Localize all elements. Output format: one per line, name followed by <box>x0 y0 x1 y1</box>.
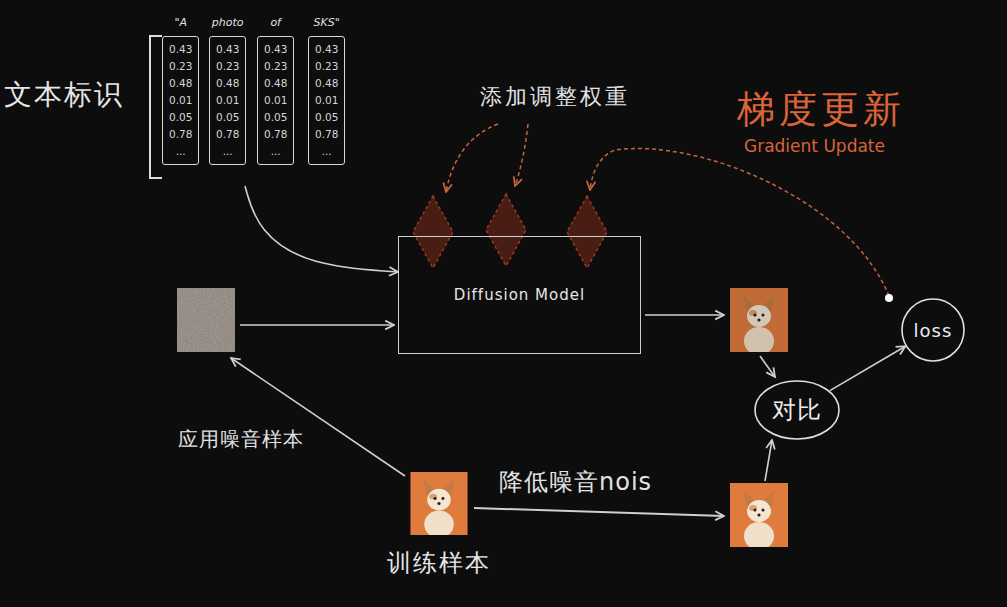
embedding-group: 文本标识"A0.43 0.23 0.48 0.01 0.05 0.78 ...p… <box>0 4 362 186</box>
node-text: "A <box>174 16 187 29</box>
flow-arrow <box>765 440 772 481</box>
label-text: Gradient Update <box>742 136 887 156</box>
compare-ellipse: 对比 <box>754 380 840 440</box>
bracket <box>150 36 162 178</box>
loss-outline <box>902 299 964 361</box>
weight-diamond <box>567 196 607 268</box>
token-vector: of0.43 0.23 0.48 0.01 0.05 0.78 ... <box>257 36 294 165</box>
weight-diamond <box>413 196 453 268</box>
node-text: 0.43 0.23 0.48 0.01 0.05 0.78 ... <box>216 41 239 160</box>
weight-arrow <box>446 124 498 192</box>
token-vector: "A0.43 0.23 0.48 0.01 0.05 0.78 ... <box>162 36 199 165</box>
gradient-dot <box>885 294 893 302</box>
flow-arrow <box>645 314 724 316</box>
token-vector: photo0.43 0.23 0.48 0.01 0.05 0.78 ... <box>209 36 246 165</box>
sample-image: 训练样本 <box>410 472 468 535</box>
node-text: 0.43 0.23 0.48 0.01 0.05 0.78 ... <box>264 41 287 160</box>
noise-image <box>177 288 235 352</box>
token-vector: SKS"0.43 0.23 0.48 0.01 0.05 0.78 ... <box>308 36 345 165</box>
loss-circle: loss <box>901 298 965 362</box>
label-text: 梯度更新 <box>735 84 907 135</box>
connector <box>245 186 398 272</box>
flow-arrow <box>231 358 405 476</box>
output-image <box>730 288 788 355</box>
node-text: of <box>270 16 281 29</box>
weight-arrow <box>515 124 528 186</box>
weight-diamond <box>486 194 526 266</box>
node-text: 对比 <box>772 394 822 426</box>
node-text: 文本标识 <box>4 76 124 114</box>
model-box: Diffusion Model <box>398 236 641 354</box>
node-text: 训练样本 <box>387 547 491 579</box>
compare-outline <box>755 381 839 439</box>
gradient-arrow <box>590 149 889 296</box>
connector <box>830 346 906 390</box>
label-text: 降低噪音nois <box>497 466 654 498</box>
flow-arrow <box>474 508 724 516</box>
node-outline <box>410 472 468 535</box>
label-text: 应用噪音样本 <box>176 426 306 453</box>
label-text: 添加调整权重 <box>478 82 632 112</box>
flow-arrow <box>240 324 394 326</box>
node-text: 0.43 0.23 0.48 0.01 0.05 0.78 ... <box>169 41 192 160</box>
node-text: photo <box>212 16 244 29</box>
node-text: Diffusion Model <box>454 286 585 304</box>
denoised-image <box>730 483 788 550</box>
sample-picture <box>410 472 467 538</box>
flow-arrow <box>760 356 775 377</box>
node-text: loss <box>914 320 953 341</box>
node-text: 0.43 0.23 0.48 0.01 0.05 0.78 ... <box>315 41 338 160</box>
noise-grain <box>177 288 235 352</box>
node-text: SKS" <box>314 16 340 29</box>
